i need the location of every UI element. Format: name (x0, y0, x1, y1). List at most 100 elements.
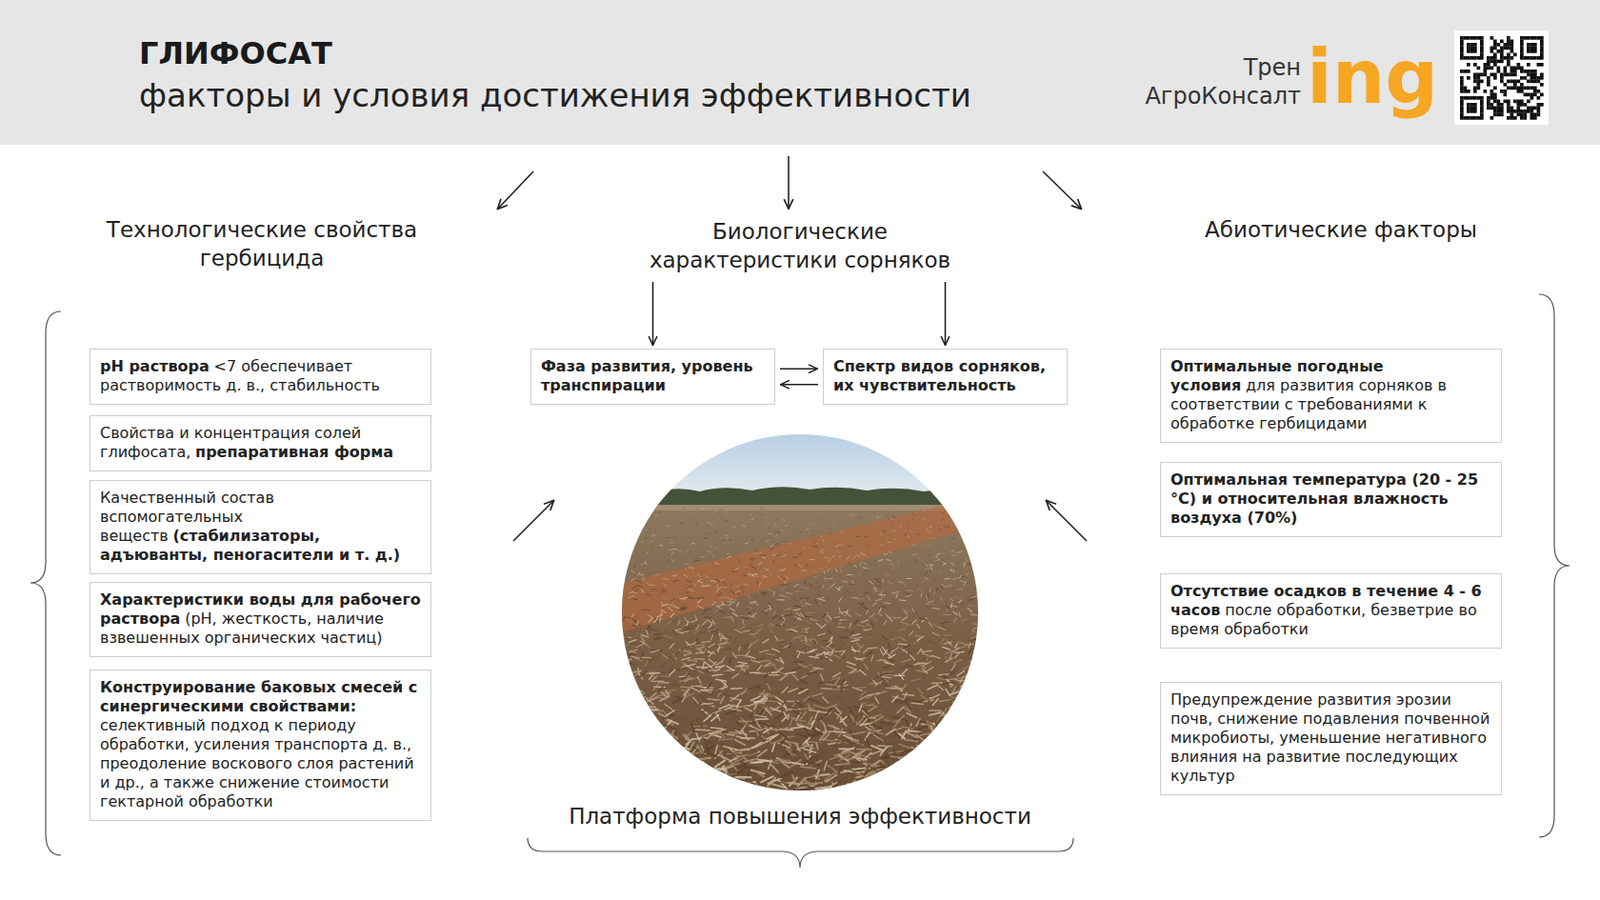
qr-module (1460, 36, 1464, 40)
straw (965, 547, 970, 550)
qr-module (1537, 113, 1541, 118)
qr-module (1497, 106, 1501, 111)
qr-module (1486, 60, 1491, 64)
straw (800, 632, 808, 636)
straw (923, 509, 925, 511)
straw (969, 726, 980, 732)
straw (897, 778, 901, 787)
straw (957, 760, 972, 762)
straw (850, 630, 854, 636)
straw (651, 592, 659, 594)
straw (657, 614, 663, 618)
straw (621, 711, 635, 714)
qr-module (1477, 56, 1481, 60)
straw (962, 771, 975, 779)
straw (884, 574, 890, 577)
straw (832, 617, 840, 619)
qr-module (1500, 73, 1504, 78)
straw (776, 554, 780, 556)
straw (922, 784, 939, 788)
qr-module (1510, 56, 1515, 60)
straw (930, 748, 935, 757)
straw (706, 620, 713, 623)
straw (693, 758, 708, 761)
straw (673, 580, 679, 582)
straw (695, 644, 704, 647)
straw (721, 542, 725, 544)
qr-module (1483, 73, 1488, 78)
straw (809, 559, 815, 560)
straw (749, 671, 760, 674)
straw (647, 597, 650, 601)
straw (637, 585, 642, 588)
qr-module (1526, 62, 1531, 67)
straw (886, 559, 892, 561)
straw (719, 704, 730, 709)
straw (758, 756, 773, 759)
straw (635, 753, 650, 755)
qr-module (1526, 36, 1531, 40)
straw (718, 642, 727, 645)
straw (976, 578, 982, 580)
straw (904, 740, 919, 742)
qr-module (1500, 56, 1504, 60)
straw (669, 541, 673, 544)
straw (662, 715, 674, 720)
straw (686, 586, 692, 589)
straw (823, 723, 826, 732)
straw (977, 627, 982, 632)
straw (920, 695, 929, 700)
straw (636, 768, 646, 776)
straw (679, 608, 686, 611)
qr-module (1473, 89, 1478, 94)
straw (637, 693, 645, 700)
straw (622, 777, 638, 781)
qr-module (1497, 49, 1501, 54)
straw (950, 788, 961, 797)
straw (828, 636, 833, 641)
qr-module (1486, 66, 1491, 71)
qr-module (1510, 86, 1515, 91)
qr-module (1520, 100, 1524, 104)
straw (960, 718, 968, 724)
straw (857, 536, 861, 538)
straw (626, 552, 629, 555)
straw (866, 738, 870, 746)
straw (935, 756, 950, 759)
straw (630, 747, 644, 749)
straw (772, 742, 776, 752)
qr-module (1463, 89, 1468, 94)
straw (947, 749, 960, 754)
qr-module (1530, 73, 1535, 78)
qr-module (1540, 76, 1544, 80)
qr-module (1506, 56, 1511, 60)
straw (681, 695, 686, 702)
qr-module (1537, 102, 1541, 107)
qr-module (1463, 56, 1468, 60)
straw (882, 778, 897, 784)
straw (975, 570, 980, 573)
straw (631, 778, 646, 782)
straw (894, 730, 900, 738)
straw (765, 700, 778, 702)
straw (680, 522, 684, 524)
straw (709, 599, 715, 602)
straw (978, 575, 981, 579)
straw (650, 544, 653, 547)
straw (840, 564, 845, 567)
qr-module (1493, 56, 1498, 60)
straw (950, 677, 961, 680)
straw (630, 525, 632, 528)
header-band (0, 0, 1600, 145)
qr-module (1506, 53, 1511, 58)
straw (868, 646, 878, 649)
straw (645, 630, 648, 636)
qr-module (1493, 40, 1498, 44)
straw (878, 525, 881, 527)
straw (804, 620, 811, 623)
straw (903, 611, 908, 616)
straw (950, 697, 961, 700)
qr-module (1500, 53, 1504, 58)
straw (977, 758, 987, 765)
qr-module (1506, 73, 1511, 78)
